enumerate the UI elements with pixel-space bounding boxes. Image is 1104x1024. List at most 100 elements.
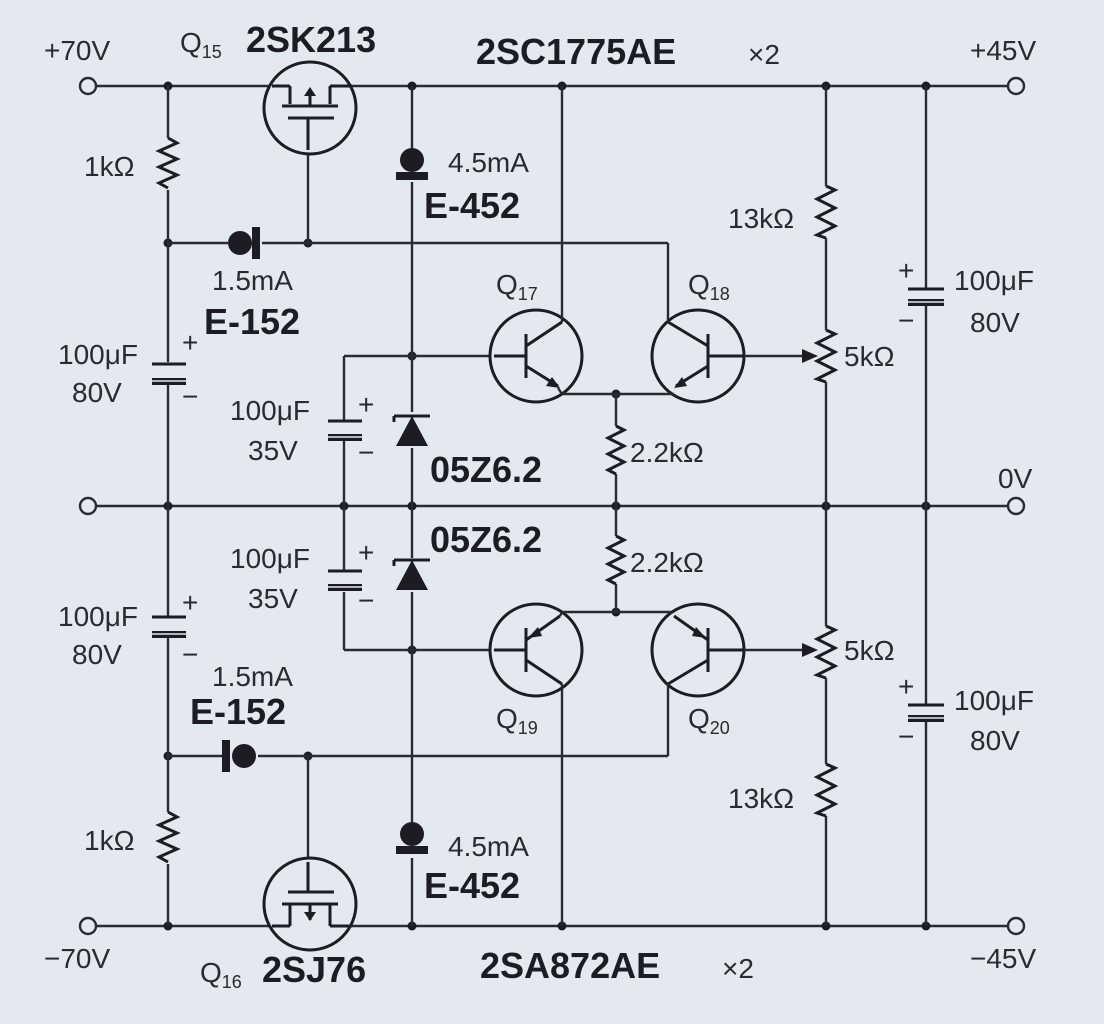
right-divider-wires (744, 86, 828, 926)
terminal-zero-left (78, 496, 98, 516)
resistor-13k-bottom (813, 762, 839, 818)
terminal-pos70 (78, 76, 98, 96)
label-cap-mid-top-plus: + (358, 389, 374, 420)
label-cap-left-bottom-plus: + (182, 587, 198, 618)
label-2sa872ae: 2SA872AE (480, 945, 660, 986)
label-cap-right-bottom-plus: + (898, 671, 914, 702)
label-cap-right-top-minus: − (898, 305, 914, 336)
crd-e152-top (228, 227, 260, 259)
label-crd-bottom-part: E-152 (190, 691, 286, 732)
label-zero: 0V (998, 463, 1033, 494)
label-zener-top: 05Z6.2 (430, 449, 542, 490)
resistor-13k-top (813, 184, 839, 240)
label-pot-top: 5kΩ (844, 341, 895, 372)
resistor-1k-bottom (155, 810, 181, 864)
label-cap-right-top-plus: + (898, 255, 914, 286)
label-cap-left-top-plus: + (182, 327, 198, 358)
label-q19: Q19 (496, 703, 538, 738)
capacitor-right-top (908, 287, 944, 306)
label-q17: Q17 (496, 269, 538, 304)
label-cap-left-top-value: 100μF (58, 339, 138, 370)
label-cap-mid-top-value: 100μF (230, 395, 310, 426)
label-cap-right-bottom-voltage: 80V (970, 725, 1020, 756)
label-neg70: −70V (44, 943, 110, 974)
label-zener-bottom: 05Z6.2 (430, 519, 542, 560)
crd-e452-top (396, 148, 428, 180)
label-pot-bottom: 5kΩ (844, 635, 895, 666)
label-cap-mid-top-voltage: 35V (248, 435, 298, 466)
label-cap-left-bottom-value: 100μF (58, 601, 138, 632)
label-cap-mid-bottom-minus: − (358, 585, 374, 616)
terminals (78, 76, 1026, 936)
transistor-q17 (488, 86, 584, 404)
label-cap-right-top-voltage: 80V (970, 307, 1020, 338)
label-r13k-bottom: 13kΩ (728, 783, 794, 814)
label-neg45: −45V (970, 943, 1036, 974)
capacitor-left-top (152, 362, 186, 385)
terminal-zero-right (1006, 496, 1026, 516)
middle-column-wires (342, 86, 494, 926)
transistor-q20 (650, 602, 746, 756)
label-q16: Q16 (200, 957, 242, 992)
label-2sc1775ae: 2SC1775AE (476, 31, 676, 72)
resistor-22k-top (604, 424, 628, 476)
pot-5k-top (813, 328, 839, 384)
pot-5k-top-wiper (802, 349, 818, 363)
label-q18: Q18 (688, 269, 730, 304)
label-cap-mid-top-minus: − (358, 437, 374, 468)
label-2sj76: 2SJ76 (262, 949, 366, 990)
label-crd-top-current: 1.5mA (212, 265, 293, 296)
capacitor-left-bottom (152, 615, 186, 638)
pot-5k-bottom-wiper (802, 643, 818, 657)
label-2sk213: 2SK213 (246, 19, 376, 60)
resistor-22k-bottom (604, 534, 628, 586)
mosfet-q15 (262, 60, 358, 156)
label-cap-mid-bottom-value: 100μF (230, 543, 310, 574)
crd-e152-bottom (222, 740, 256, 772)
terminal-neg70 (78, 916, 98, 936)
label-crd-mid-top-current: 4.5mA (448, 147, 529, 178)
label-q20: Q20 (688, 703, 730, 738)
rail-wires (92, 84, 1014, 928)
label-cap-mid-bottom-plus: + (358, 537, 374, 568)
label-crd-mid-top-part: E-452 (424, 185, 520, 226)
capacitor-mid-top (328, 419, 362, 441)
label-cap-left-bottom-minus: − (182, 639, 198, 670)
label-r22k-bottom: 2.2kΩ (630, 547, 704, 578)
label-pos70: +70V (44, 35, 110, 66)
label-pos45: +45V (970, 35, 1036, 66)
transistor-q18 (650, 243, 746, 404)
label-cap-left-bottom-voltage: 80V (72, 639, 122, 670)
label-r1k-top: 1kΩ (84, 151, 135, 182)
label-crd-bottom-current: 1.5mA (212, 661, 293, 692)
label-r22k-top: 2.2kΩ (630, 437, 704, 468)
label-crd-mid-bottom-part: E-452 (424, 865, 520, 906)
label-cap-left-top-minus: − (182, 381, 198, 412)
crd-e452-bottom (396, 822, 428, 854)
label-crd-top-part: E-152 (204, 301, 300, 342)
capacitor-mid-bottom (328, 569, 362, 591)
resistor-1k-top (155, 136, 181, 190)
label-cap-mid-bottom-voltage: 35V (248, 583, 298, 614)
left-column-wires (166, 86, 668, 926)
label-npn-mult: ×2 (748, 39, 780, 70)
label-r13k-top: 13kΩ (728, 203, 794, 234)
label-pnp-mult: ×2 (722, 953, 754, 984)
mosfet-q16 (262, 856, 358, 952)
zener-05z62-top (392, 414, 430, 446)
label-cap-right-top-value: 100μF (954, 265, 1034, 296)
transistor-q19 (488, 602, 584, 926)
label-r1k-bottom: 1kΩ (84, 825, 135, 856)
capacitor-right-bottom (908, 703, 944, 722)
zener-05z62-bottom (392, 558, 430, 590)
pot-5k-bottom (813, 624, 839, 680)
terminal-neg45 (1006, 916, 1026, 936)
label-cap-right-bottom-minus: − (898, 721, 914, 752)
label-cap-right-bottom-value: 100μF (954, 685, 1034, 716)
label-crd-mid-bottom-current: 4.5mA (448, 831, 529, 862)
label-cap-left-top-voltage: 80V (72, 377, 122, 408)
label-q15: Q15 (180, 27, 222, 62)
terminal-pos45 (1006, 76, 1026, 96)
